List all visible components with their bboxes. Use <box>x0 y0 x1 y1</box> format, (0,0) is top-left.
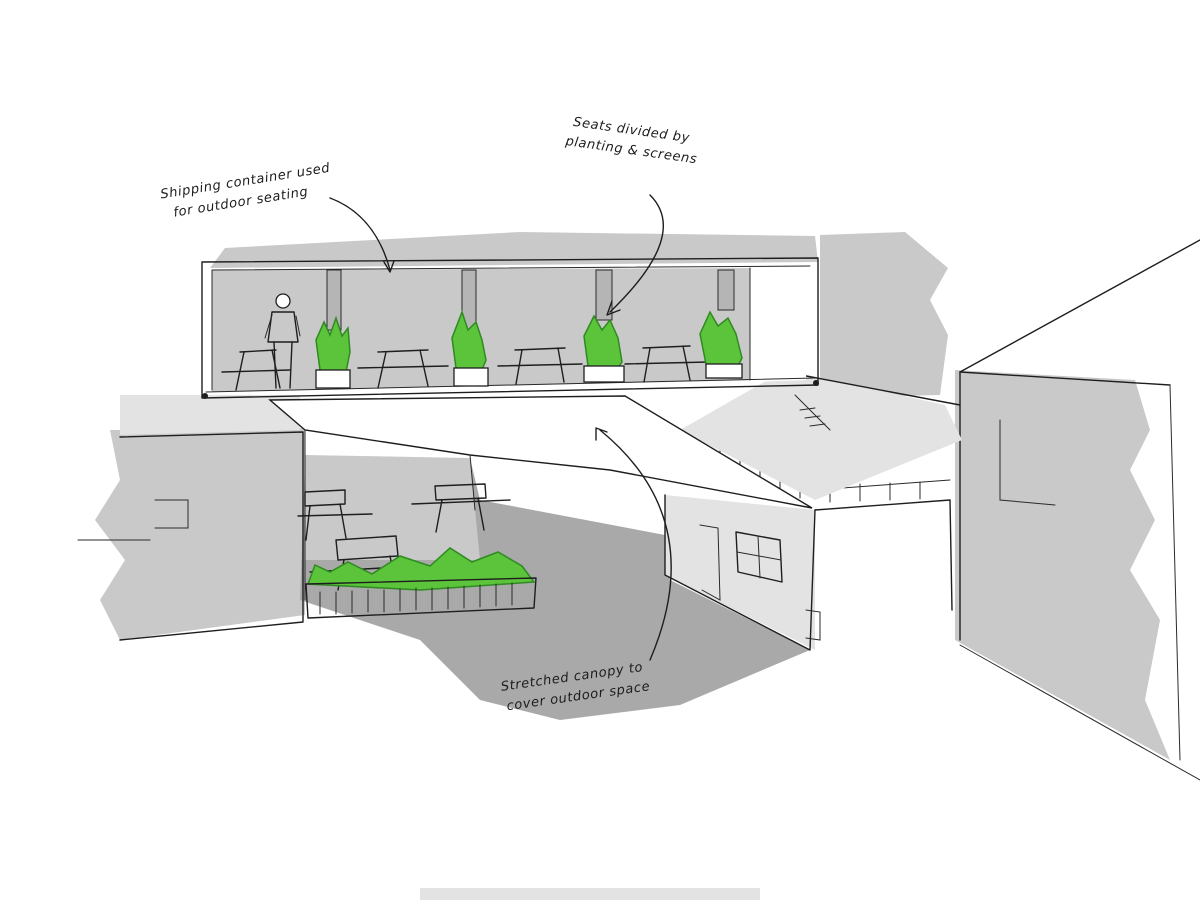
picnic-bench-icon <box>411 483 511 533</box>
planter-icon <box>699 310 743 379</box>
roof-deck <box>680 370 962 500</box>
picnic-bench-icon <box>221 349 291 391</box>
lower-seating <box>297 483 537 619</box>
annotation-arrow-icon <box>606 194 664 316</box>
annotation-seats: Seats divided by planting & screens <box>564 115 699 167</box>
left-wall <box>77 431 304 641</box>
right-building <box>959 239 1200 781</box>
picnic-bench-icon <box>357 349 449 389</box>
picnic-bench-icon <box>497 347 583 385</box>
annotation-arrow-icon <box>595 427 672 661</box>
annotation-container: Shipping container used for outdoor seat… <box>159 161 331 221</box>
background-wash <box>95 232 1170 900</box>
planter-icon <box>583 314 625 383</box>
planter-icon <box>305 547 537 619</box>
picnic-bench-icon <box>624 345 709 383</box>
picnic-bench-icon <box>297 489 373 541</box>
planter-icon <box>315 315 351 389</box>
container-planters <box>315 309 743 389</box>
ground-plane <box>300 455 810 720</box>
container-benches <box>221 345 709 391</box>
planter-icon <box>451 309 489 387</box>
stretched-canopy <box>268 395 813 601</box>
annotation-arrow-icon <box>329 197 395 273</box>
